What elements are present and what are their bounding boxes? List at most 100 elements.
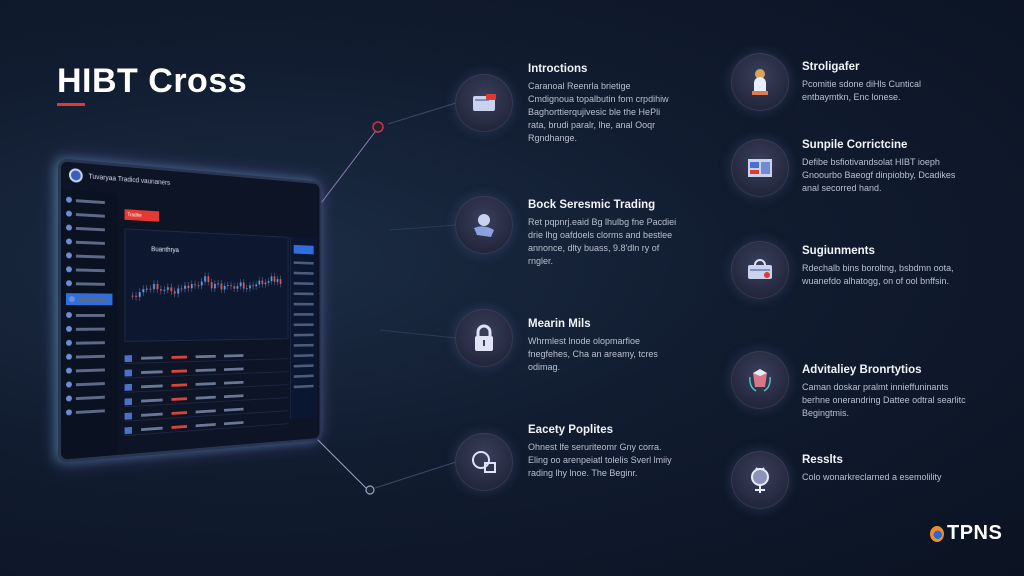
item-title: Stroligafer xyxy=(802,61,860,73)
candle xyxy=(194,284,196,285)
brand-logo: TPNS xyxy=(930,522,1002,545)
panel-line xyxy=(294,385,314,389)
panel-line xyxy=(294,272,314,275)
sidebar-item[interactable] xyxy=(66,251,112,260)
candle xyxy=(274,276,276,281)
sidebar-item[interactable] xyxy=(66,311,112,319)
candle xyxy=(135,296,137,297)
sidebar-item[interactable] xyxy=(66,406,112,417)
candle xyxy=(262,281,264,285)
strategy-icon xyxy=(731,53,789,111)
panel-line xyxy=(294,364,314,367)
sidebar-item[interactable] xyxy=(66,237,112,247)
candle xyxy=(249,285,251,288)
candle xyxy=(142,289,144,292)
trading-dashboard-mockup: Tuvaryaa Tradicd vaunaners Tradhe Buanth… xyxy=(48,158,378,470)
candle xyxy=(167,287,169,290)
candle xyxy=(157,284,159,289)
sidebar-item[interactable] xyxy=(66,209,112,220)
page-title: HIBT Cross xyxy=(57,62,247,101)
panel-line xyxy=(294,245,314,254)
sidebar-item[interactable] xyxy=(66,223,112,233)
sidebar-item[interactable] xyxy=(66,352,112,361)
panel-line xyxy=(294,261,314,264)
candle xyxy=(214,284,216,289)
sidebar-item[interactable] xyxy=(66,279,112,288)
candle xyxy=(146,289,148,290)
item-title: Eacety Poplites xyxy=(528,424,613,436)
panel-line xyxy=(294,292,314,295)
candle xyxy=(240,282,242,286)
sidebar-item[interactable] xyxy=(66,196,112,207)
table-row[interactable] xyxy=(125,350,289,364)
item-description: Colo wonarkreclarned a esemolility xyxy=(802,471,972,484)
candle xyxy=(277,279,279,282)
candle xyxy=(217,283,219,284)
panel-line xyxy=(294,374,314,377)
panel-line xyxy=(294,313,314,316)
candle xyxy=(271,276,273,281)
panel-line xyxy=(294,334,314,337)
item-title: Sunpile Corrictcine xyxy=(802,139,907,151)
candle xyxy=(204,276,206,281)
candle xyxy=(224,286,226,290)
candle xyxy=(230,285,232,286)
item-description: Caman doskar pralmt innieffuninants berh… xyxy=(802,381,972,420)
item-description: Ohnest lfe seruriteomr Gny corra. Eling … xyxy=(528,441,678,480)
table-row[interactable] xyxy=(125,363,289,378)
panel-line xyxy=(294,354,314,357)
candle xyxy=(211,282,213,288)
connector-dot xyxy=(373,122,383,132)
candle xyxy=(255,284,257,286)
candle xyxy=(233,286,235,288)
candle xyxy=(198,285,200,286)
sidebar-item[interactable] xyxy=(66,365,112,374)
sidebar-item[interactable] xyxy=(66,325,112,333)
sidebar-item[interactable] xyxy=(66,338,112,347)
candle xyxy=(280,279,282,284)
card-icon xyxy=(455,74,513,132)
dashboard-icon xyxy=(731,139,789,197)
title-underline xyxy=(57,103,85,106)
order-panel xyxy=(290,237,317,419)
candle xyxy=(191,284,193,288)
candle xyxy=(174,291,176,293)
candle xyxy=(149,289,151,290)
candle xyxy=(153,284,155,289)
item-description: Caranoal Reenrla brietige Cmdignoua topa… xyxy=(528,80,678,145)
item-title: Bock Seresmic Trading xyxy=(528,199,655,211)
item-title: Resslts xyxy=(802,454,843,466)
item-description: Pcomitie sdone diHls Cuntical entbaymtkn… xyxy=(802,78,972,104)
candle xyxy=(160,289,162,290)
item-title: Mearin Mils xyxy=(528,318,591,330)
laptop-screen: Tuvaryaa Tradicd vaunaners Tradhe Buanth… xyxy=(58,158,322,463)
candle xyxy=(207,276,209,282)
chart-label: Buanthrya xyxy=(151,246,179,254)
sidebar-item[interactable] xyxy=(66,392,112,402)
brand-name: TPNS xyxy=(947,522,1002,545)
sidebar-item[interactable] xyxy=(66,379,112,389)
trade-tab-button[interactable]: Tradhe xyxy=(125,209,160,222)
item-description: Rdechalb bins boroltng, bsbdmn oota, wua… xyxy=(802,262,972,288)
lock-icon xyxy=(455,309,513,367)
candle xyxy=(265,283,267,285)
candlestick-chart: Buanthrya xyxy=(125,228,289,341)
candle xyxy=(237,286,239,288)
app-title: Tuvaryaa Tradicd vaunaners xyxy=(89,173,171,186)
panel-line xyxy=(294,344,314,347)
sidebar-item[interactable] xyxy=(66,293,112,305)
candle xyxy=(201,282,203,286)
candle xyxy=(132,296,134,297)
sidebar-item[interactable] xyxy=(66,265,112,274)
candle xyxy=(181,288,183,289)
item-title: Sugiunments xyxy=(802,245,875,257)
card-shield-icon xyxy=(731,241,789,299)
orders-table xyxy=(125,346,289,446)
cube-icon xyxy=(731,351,789,409)
candle xyxy=(258,281,260,285)
panel-line xyxy=(294,323,314,326)
app-sidebar xyxy=(61,189,117,460)
candle xyxy=(243,282,245,288)
hand-coin-icon xyxy=(455,196,513,254)
candle xyxy=(252,285,254,286)
